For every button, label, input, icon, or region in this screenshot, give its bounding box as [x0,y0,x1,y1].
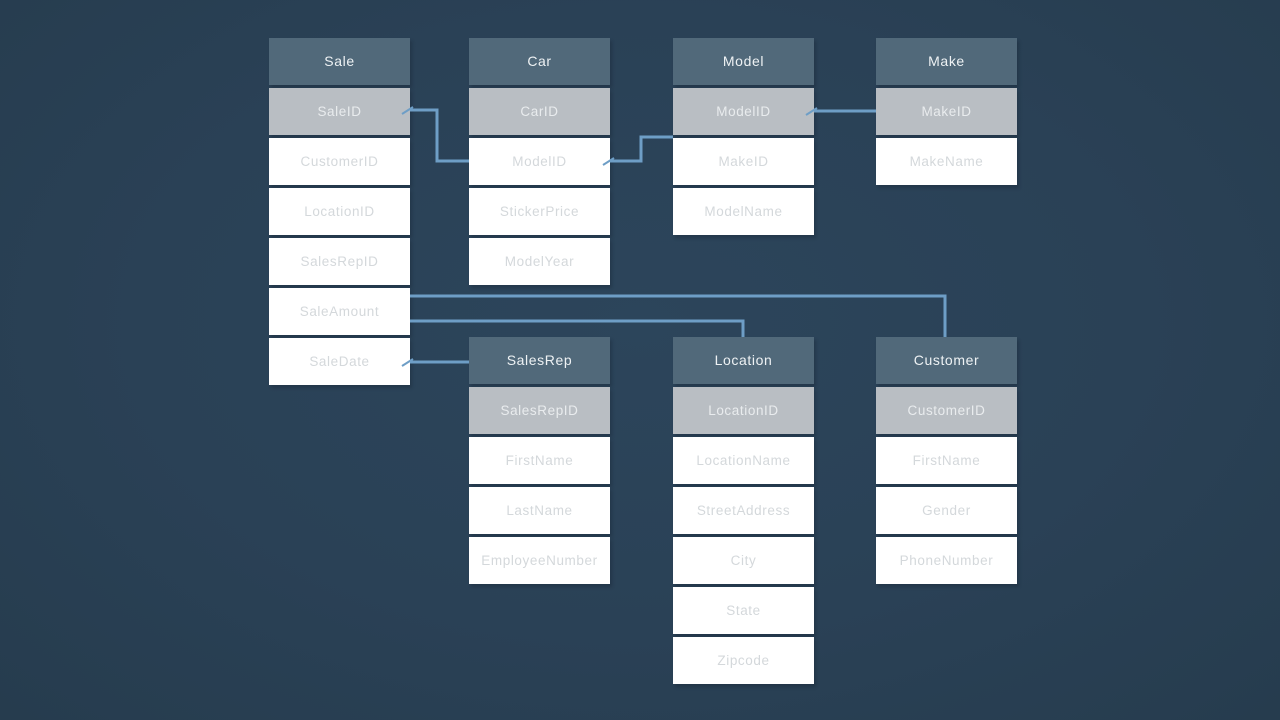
field-sale-salesrepid: SalesRepID [269,238,410,285]
field-model-makeid: MakeID [673,138,814,185]
field-salesrep-employeenumber: EmployeeNumber [469,537,610,584]
field-location-streetaddress: StreetAddress [673,487,814,534]
key-field-locationid: LocationID [673,387,814,434]
key-field-saleid: SaleID [269,88,410,135]
field-car-stickerprice: StickerPrice [469,188,610,235]
field-model-modelname: ModelName [673,188,814,235]
field-customer-phonenumber: PhoneNumber [876,537,1017,584]
key-field-customerid: CustomerID [876,387,1017,434]
key-field-carid: CarID [469,88,610,135]
field-salesrep-lastname: LastName [469,487,610,534]
field-car-modelid: ModelID [469,138,610,185]
field-location-city: City [673,537,814,584]
key-field-makeid: MakeID [876,88,1017,135]
field-location-locationname: LocationName [673,437,814,484]
key-field-modelid: ModelID [673,88,814,135]
table-header-make: Make [876,38,1017,85]
field-sale-locationid: LocationID [269,188,410,235]
table-header-model: Model [673,38,814,85]
table-header-location: Location [673,337,814,384]
field-customer-firstname: FirstName [876,437,1017,484]
table-header-sale: Sale [269,38,410,85]
field-location-zipcode: Zipcode [673,637,814,684]
key-field-salesrepid: SalesRepID [469,387,610,434]
field-salesrep-firstname: FirstName [469,437,610,484]
field-car-modelyear: ModelYear [469,238,610,285]
field-sale-saleamount: SaleAmount [269,288,410,335]
field-sale-saledate: SaleDate [269,338,410,385]
field-make-makename: MakeName [876,138,1017,185]
field-location-state: State [673,587,814,634]
field-customer-gender: Gender [876,487,1017,534]
table-header-salesrep: SalesRep [469,337,610,384]
table-header-customer: Customer [876,337,1017,384]
field-sale-customerid: CustomerID [269,138,410,185]
table-header-car: Car [469,38,610,85]
